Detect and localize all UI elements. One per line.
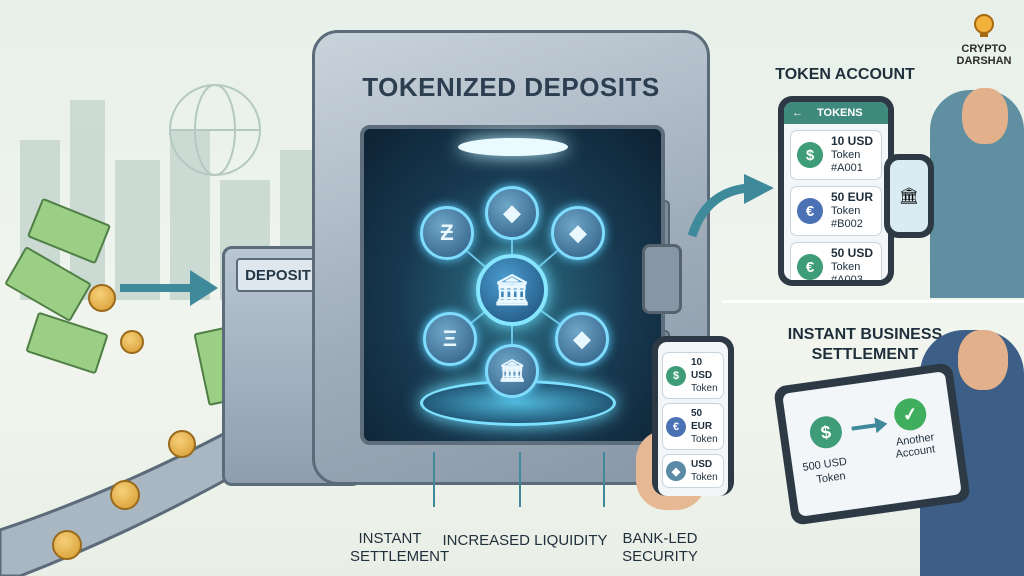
list-item[interactable]: € 50 EUR Token <box>662 403 724 450</box>
handheld-phone-screen: $ 10 USD Token € 50 EUR Token ◆ USD Token <box>658 342 728 496</box>
token-amount: 10 USD <box>691 357 713 381</box>
back-arrow-icon[interactable]: ← <box>792 107 803 119</box>
bank-icon: 🏛 <box>898 188 920 205</box>
token-amount: 50 EUR <box>831 190 874 204</box>
deposit-sign: DEPOSIT <box>236 258 320 292</box>
ethereum-icon: ◆ <box>666 461 686 481</box>
bank-icon: 🏛 <box>476 254 548 326</box>
screen-header: ← TOKENS <box>784 102 888 124</box>
gold-coin <box>52 530 82 560</box>
token-id: Token <box>691 434 718 445</box>
vault-title: TOKENIZED DEPOSITS <box>362 72 660 102</box>
euro-icon: € <box>797 198 823 224</box>
business-settlement-title-1: INSTANT BUSINESS <box>787 326 943 343</box>
tablet: $ 500 USD Token ✓ Another Account <box>773 362 971 526</box>
ethereum-coin-icon: ◆ <box>485 186 539 240</box>
ethereum-coin-icon: ◆ <box>551 206 605 260</box>
checkmark-icon: ✓ <box>892 396 929 433</box>
screen-header-title: TOKENS <box>817 107 863 119</box>
curved-arrow-icon <box>687 174 774 238</box>
gold-coin <box>168 430 196 458</box>
label-increased-liquidity: INCREASED LIQUIDITY <box>442 532 608 549</box>
gold-coin <box>110 480 140 510</box>
handheld-phone: $ 10 USD Token € 50 EUR Token ◆ USD Token <box>652 336 734 496</box>
vault-light <box>458 138 568 156</box>
brand-line1: CRYPTO <box>961 43 1007 55</box>
label-bank-led-security: BANK-LED SECURITY <box>622 530 698 565</box>
dollar-icon: € <box>797 254 823 280</box>
token-coin-icon: Ξ <box>423 312 477 366</box>
token-amount: USD <box>691 459 713 470</box>
token-id: Token <box>691 472 718 483</box>
person-head <box>962 88 1008 144</box>
token-id: Token #B002 <box>831 205 863 230</box>
token-amount: 50 EUR <box>691 408 713 432</box>
list-item[interactable]: $ 10 USD Token <box>662 352 724 399</box>
token-coin-icon: Ƶ <box>420 206 474 260</box>
token-id: Token <box>691 383 718 394</box>
banknote <box>25 311 109 375</box>
ethereum-coin-icon: ◆ <box>555 312 609 366</box>
bank-coin-icon: 🏛 <box>485 344 539 398</box>
business-settlement-title-2: SETTLEMENT <box>811 346 919 363</box>
small-phone: 🏛 <box>884 154 934 238</box>
token-id: Token #A001 <box>831 149 863 174</box>
token-account-title: TOKEN ACCOUNT <box>775 66 915 83</box>
transfer-label: Token <box>815 470 847 487</box>
brand-line2: DARSHAN <box>956 55 1012 67</box>
token-amount: 50 USD <box>831 246 874 260</box>
gold-coin <box>88 284 116 312</box>
label-connectors <box>433 452 605 507</box>
vault-handle[interactable] <box>642 244 682 314</box>
dollar-icon: $ <box>807 414 844 451</box>
label-instant-settlement: INSTANT SETTLEMENT <box>350 530 450 565</box>
list-item[interactable]: ◆ USD Token <box>662 454 724 488</box>
dollar-icon: $ <box>797 142 823 168</box>
dollar-icon: $ <box>666 365 686 386</box>
gold-coin <box>120 330 144 354</box>
token-id: Token #A003 <box>831 261 863 280</box>
brand-logo: CRYPTO DARSHAN <box>952 12 1016 67</box>
flow-arrow-icon <box>120 270 218 306</box>
lightbulb-logo-icon <box>974 14 994 37</box>
person-head <box>958 330 1008 390</box>
euro-icon: € <box>666 416 686 437</box>
section-divider <box>722 300 1024 303</box>
arrow-right-icon <box>851 417 888 434</box>
token-amount: 10 USD <box>831 134 874 148</box>
tablet-screen: $ 500 USD Token ✓ Another Account <box>782 371 962 517</box>
